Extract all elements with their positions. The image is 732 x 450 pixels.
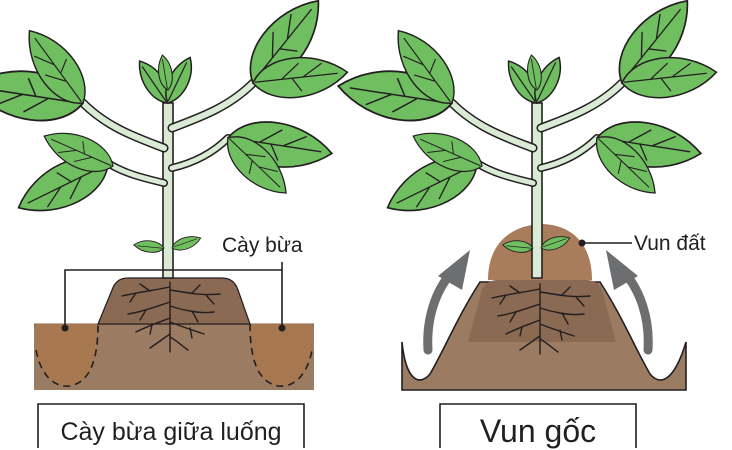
left-callout-label: Cày bừa	[222, 234, 303, 257]
right-callout-label: Vun đất	[634, 232, 706, 255]
left-caption: Cày bừa giữa luống	[60, 418, 281, 446]
left-panel: Cày bừa Cày bừa giữa luống	[0, 0, 348, 448]
right-panel: Vun đất Vun gốc	[334, 0, 718, 449]
right-raised-bed	[468, 280, 616, 342]
left-raised-bed	[98, 278, 250, 324]
right-caption: Vun gốc	[480, 413, 596, 449]
